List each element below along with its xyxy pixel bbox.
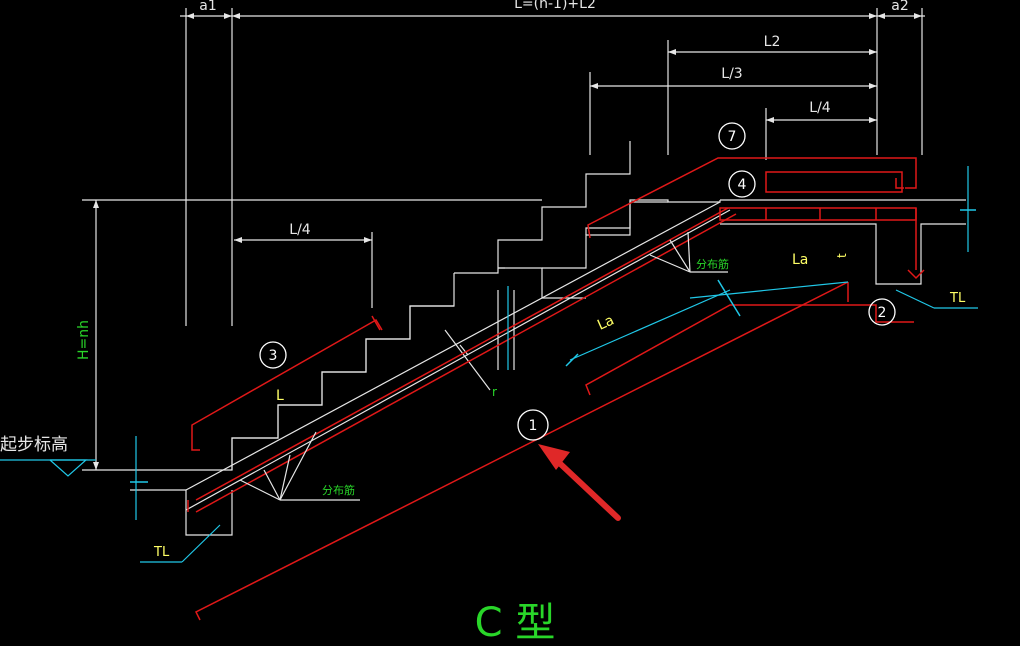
dim-L4-top: L/4 [809, 100, 831, 116]
svg-text:2: 2 [878, 305, 887, 321]
marker-7: 7 [718, 122, 746, 150]
rebar [187, 157, 925, 621]
marker-1: 1 [517, 409, 549, 441]
step-profile [231, 305, 454, 470]
svg-text:3: 3 [269, 348, 278, 364]
label-t: t [835, 253, 849, 258]
label-TL-left: TL [153, 545, 170, 560]
label-L: L [276, 388, 284, 404]
elevation-symbol [49, 459, 88, 477]
svg-text:1: 1 [529, 418, 538, 434]
svg-text:7: 7 [728, 129, 737, 145]
cross-ticks [130, 209, 976, 483]
dim-a2: a2 [891, 0, 909, 14]
marker-4: 4 [728, 170, 756, 198]
label-La-lower: La [595, 312, 616, 333]
dim-height: H=nh [76, 320, 92, 360]
label-TL-right: TL [949, 291, 966, 306]
dim-top-total: L=(n-1)+L2 [514, 0, 596, 12]
marker-3: 3 [259, 341, 287, 369]
dist-bar-label-top: 分布筋 [696, 257, 729, 271]
dim-L3: L/3 [721, 66, 742, 82]
dim-arrowheads [93, 13, 922, 470]
marker-2: 2 [868, 298, 896, 326]
svg-text:4: 4 [738, 177, 747, 193]
cyan-marks [135, 166, 978, 563]
dim-a1: a1 [199, 0, 217, 14]
dist-bar-label-bottom: 分布筋 [322, 483, 355, 497]
dim-L4-left: L/4 [289, 222, 311, 238]
dist-bar-leaders [239, 231, 728, 501]
type-label: C 型 [475, 600, 556, 646]
label-r: r [492, 385, 497, 399]
start-elevation-label: 起步标高 [0, 435, 68, 455]
label-La-upper: La [792, 252, 808, 268]
red-arrow-pointer [538, 444, 621, 521]
dim-L2: L2 [764, 34, 781, 50]
dimension-lines [82, 8, 925, 471]
